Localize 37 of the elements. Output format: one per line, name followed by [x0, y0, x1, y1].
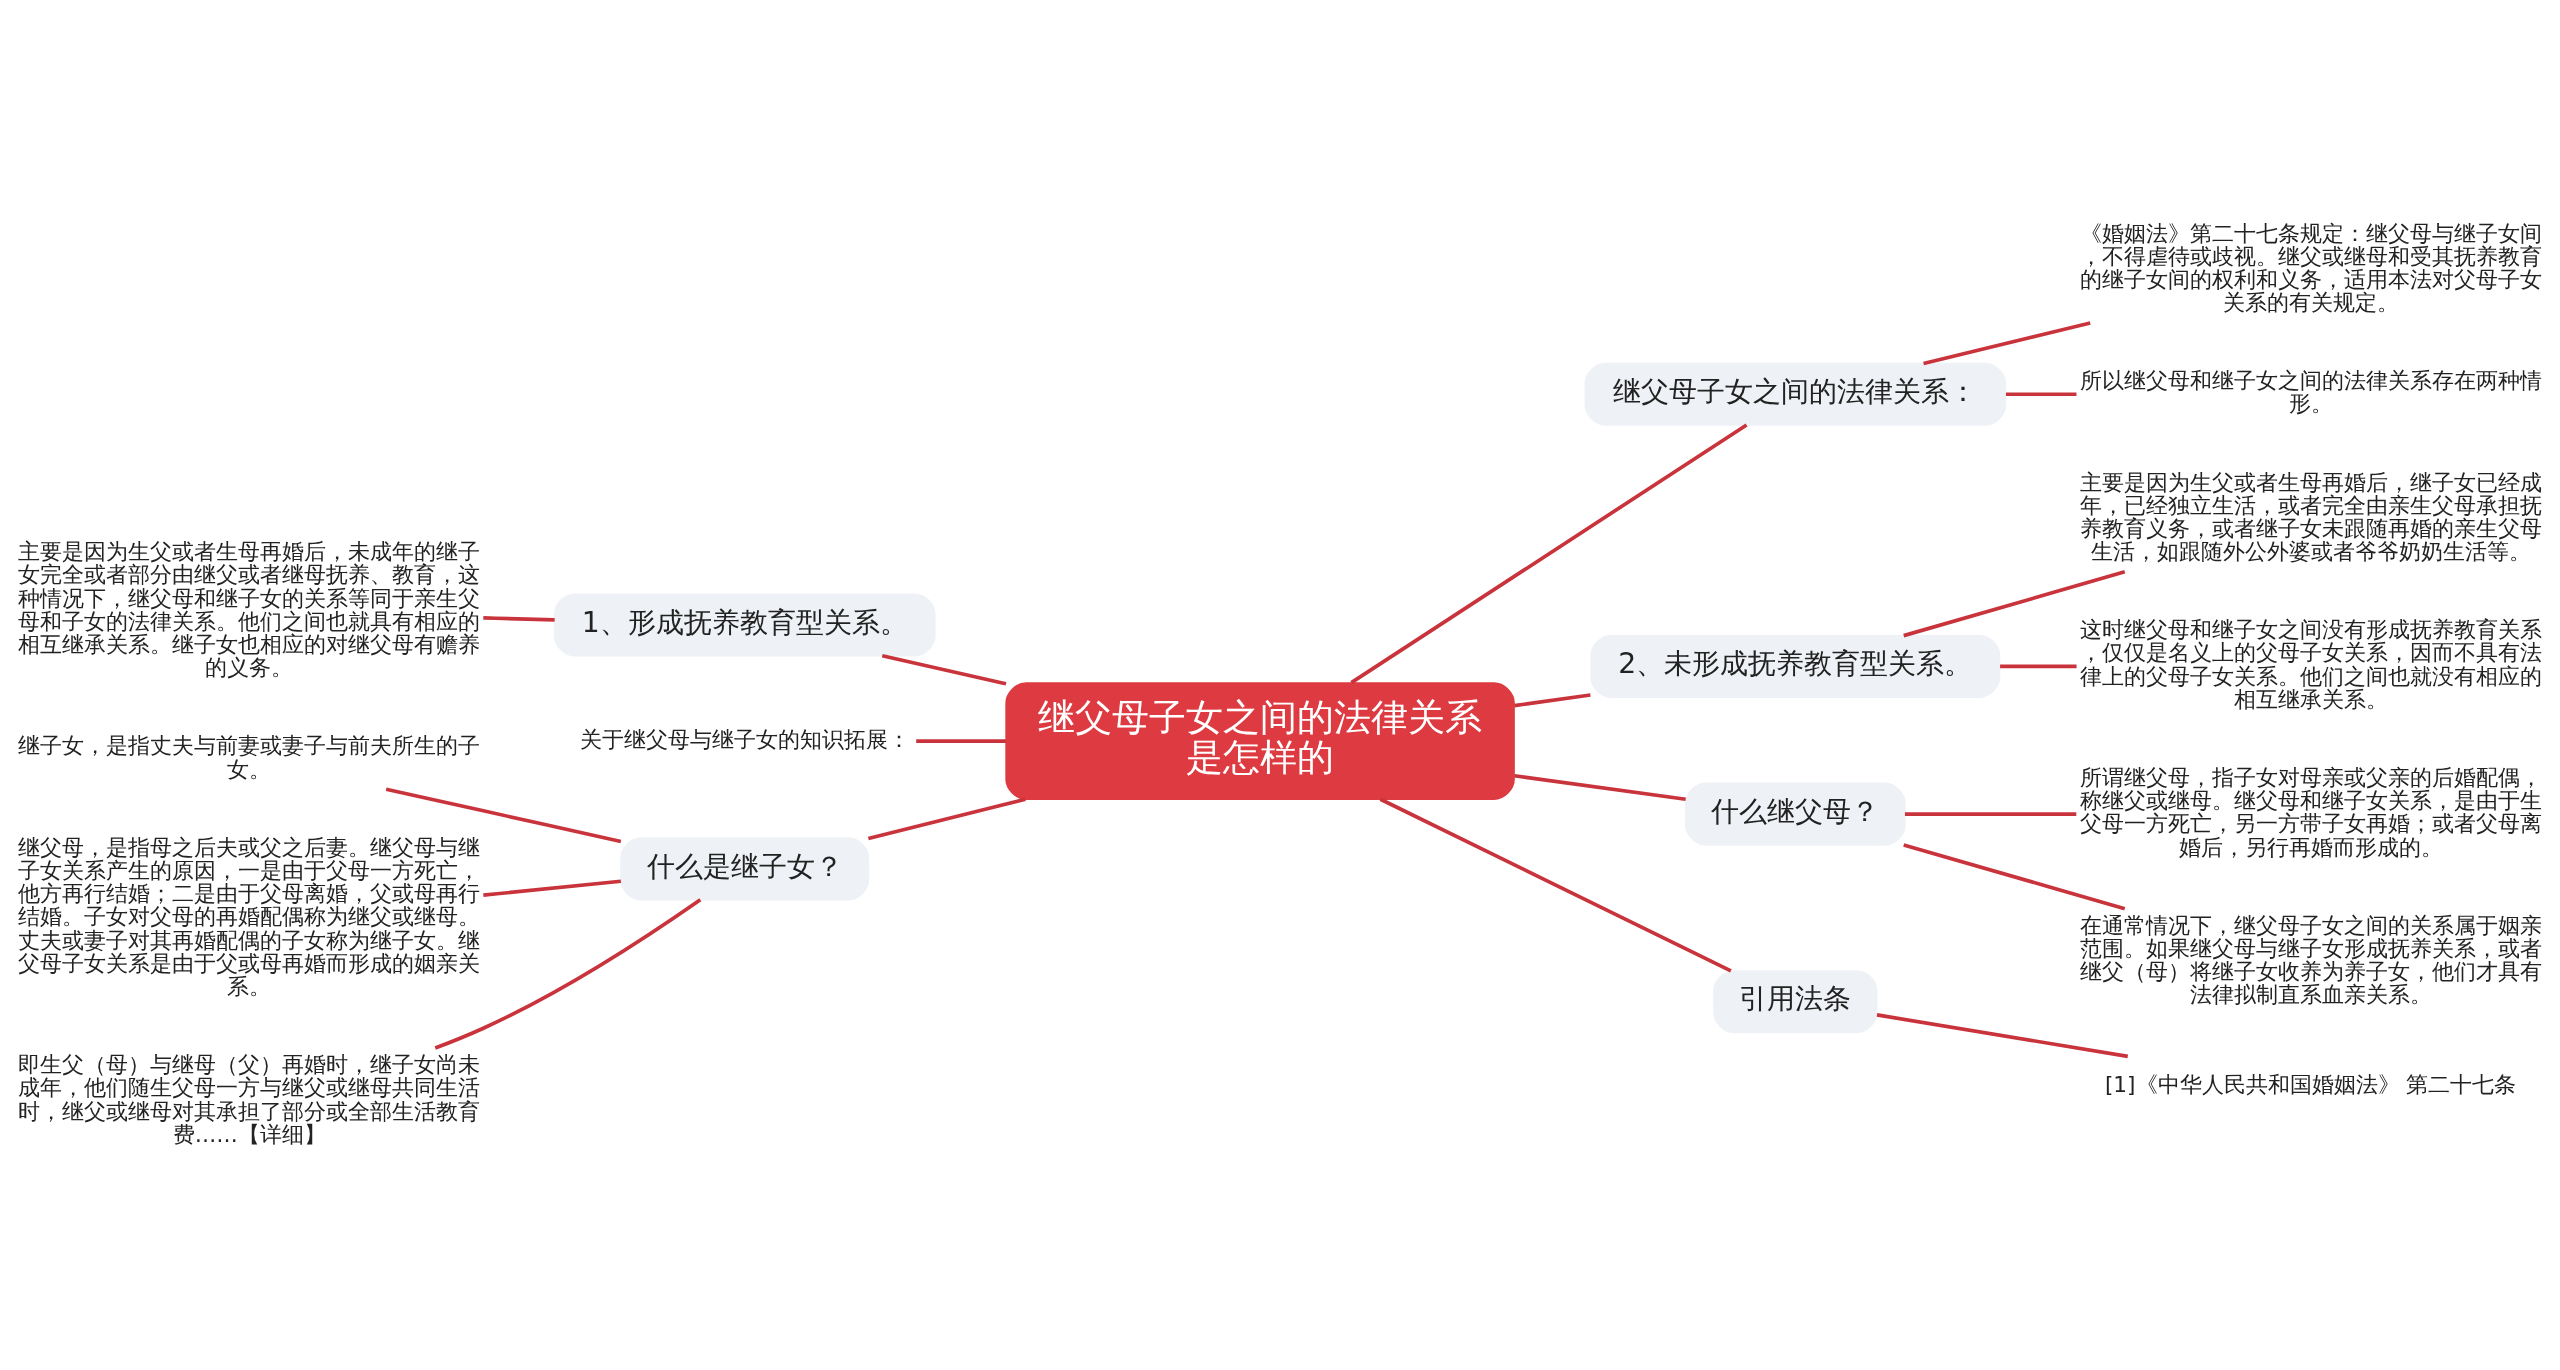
connector — [483, 615, 555, 622]
node-box: 继父母子女之间的法律关系是怎样的 — [1005, 681, 1515, 800]
node-box: 继父母子女之间的法律关系： — [1584, 362, 2007, 426]
connector — [2006, 391, 2077, 396]
connector — [1903, 842, 2126, 910]
node-text: 在通常情况下，继父母子女之间的关系属于姻亲范围。如果继父母与继子女形成抚养关系，或者继父（母）将继子女收养为养子女，他们才具有法律拟制直系血亲关系。 — [2079, 912, 2542, 1007]
node-box: 2、未形成抚养教育型关系。 — [1590, 634, 2001, 698]
node-box: 什么是继子女？ — [620, 836, 870, 900]
node-text: 所以继父母和继子女之间的法律关系存在两种情形。 — [2079, 367, 2542, 416]
connector — [1904, 811, 2077, 816]
connector — [434, 897, 702, 1050]
node-box: 什么继父母？ — [1684, 782, 1906, 846]
node-box: 1、形成抚养教育型关系。 — [553, 592, 936, 656]
node-text: 继父母，是指母之后夫或父之后妻。继父母与继子女关系产生的原因，一是由于父母一方死亡，他方再行结婚；二是由于父母离婚，父或母再行结婚。子女对父母的再婚配偶称为继父或继母。丈夫或妻子对其再婚配偶的子女称为继子女。继父母子女关系是由于父或母再婚而形成的姻亲关系。 — [18, 834, 481, 999]
connector — [1350, 422, 1748, 684]
connector — [1923, 320, 2091, 365]
node-text: 这时继父母和继子女之间没有形成抚养教育关系，仅仅是名义上的父母子女关系，因而不具有法律上的父母子女关系。他们之间也就没有相应的相互继承关系。 — [2079, 616, 2542, 712]
connector — [1514, 692, 1591, 707]
node-text: 《婚姻法》第二十七条规定：继父母与继子女间，不得虐待或歧视。继父或继母和受其抚养教育的继子女间的权利和义务，适用本法对父母子女关系的有关规定。 — [2079, 220, 2542, 315]
node-box: 引用法条 — [1713, 969, 1878, 1033]
connector — [867, 797, 1026, 840]
node-text: 即生父（母）与继母（父）再婚时，继子女尚未成年，他们随生父母一方与继父或继母共同生活时，继父或继母对其承担了部分或全部生活教育费……【详细】 — [18, 1051, 481, 1147]
connector — [2000, 664, 2077, 668]
connector — [483, 878, 622, 897]
node-text: 所谓继父母，指子女对母亲或父亲的后婚配偶，称继父或继母。继父母和继子女关系，是由于生父母一方死亡，另一方带子女再婚；或者父母离婚后，另行再婚而形成的。 — [2079, 764, 2542, 860]
connector — [385, 786, 622, 843]
connector — [1876, 1012, 2129, 1058]
connector — [1903, 569, 2126, 637]
connector — [1514, 773, 1686, 801]
connector — [881, 653, 1007, 686]
connector — [916, 738, 1006, 743]
node-text: 关于继父母与继子女的知识拓展： — [579, 726, 910, 752]
node-text: 主要是因为生父或者生母再婚后，继子女已经成年，已经独立生活，或者完全由亲生父母承担抚养教育义务，或者继子女未跟随再婚的亲生父母生活，如跟随外公外婆或者爷爷奶奶生活等。 — [2079, 468, 2542, 564]
node-text: 主要是因为生父或者生母再婚后，未成年的继子女完全或者部分由继父或者继母抚养、教育，这种情况下，继父母和继子女的关系等同于亲生父母和子女的法律关系。他们之间也就具有相应的相互继承关系。继子女也相应的对继父母有赡养的义务。 — [18, 538, 481, 680]
connector — [1379, 797, 1732, 973]
node-text: 继子女，是指丈夫与前妻或妻子与前夫所生的子女。 — [18, 732, 481, 782]
node-text: [1]《中华人民共和国婚姻法》 第二十七条 — [2104, 1071, 2517, 1097]
